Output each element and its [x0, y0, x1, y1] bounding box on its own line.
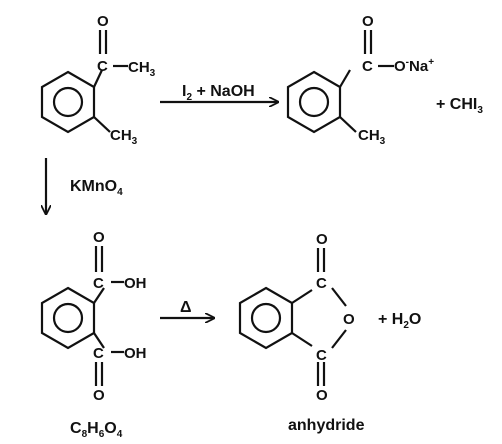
reactant-aromatic-circle: [52, 86, 84, 118]
acid-bottom-hydroxyl: OH: [124, 345, 147, 362]
acid-aromatic-circle: [52, 302, 84, 334]
reactant-bond-ring-methyl: [93, 116, 111, 133]
iodoform-byproduct: + CHI3: [436, 96, 483, 116]
anhydride-top-carbon: C: [316, 275, 327, 292]
heat-symbol: Δ: [180, 299, 192, 316]
oxidation-reagent: KMnO4: [70, 178, 123, 198]
anhydride-label: anhydride: [288, 417, 365, 434]
acid-top-carbon: C: [93, 275, 104, 292]
anhydride-bond-ring-bottom-carbonyl: [291, 332, 313, 347]
anhydride-aromatic-circle: [250, 302, 282, 334]
water-byproduct: + H2O: [378, 311, 421, 331]
anhydride-bond-top-c-ring-o: [331, 287, 347, 307]
oxidation-step: KMnO4: [46, 158, 123, 214]
salt-bond-ring-carboxylate: [339, 69, 351, 88]
acid-molecular-formula: C8H6O4: [70, 420, 123, 440]
salt-ring-methyl: CH3: [358, 127, 386, 147]
anhydride-top-oxygen: O: [316, 231, 328, 248]
reactant-carbonyl-oxygen: O: [97, 13, 109, 30]
reactant-molecule: O C CH3 CH3: [40, 13, 156, 147]
anhydride-ring-oxygen: O: [343, 311, 355, 328]
anhydride-molecule: O C O C O anhydride: [238, 231, 365, 434]
reactant-ring-methyl: CH3: [110, 127, 138, 147]
reactant-bond-ring-carbonyl: [93, 69, 103, 88]
anhydride-bond-ring-top-carbonyl: [291, 289, 313, 304]
acid-top-hydroxyl: OH: [124, 275, 147, 292]
salt-aromatic-circle: [298, 86, 330, 118]
haloform-step: I2 + NaOH: [160, 83, 278, 103]
acid-top-oxygen: O: [93, 229, 105, 246]
salt-bond-ring-methyl: [339, 116, 357, 133]
anhydride-bottom-carbon: C: [316, 347, 327, 364]
reactant-acetyl-carbon: C: [97, 58, 108, 75]
salt-molecule: O C O-Na+ CH3: [286, 13, 434, 147]
reactant-acetyl-methyl: CH3: [128, 59, 156, 79]
reactant-benzene-ring: [40, 70, 96, 134]
anhydride-bottom-oxygen: O: [316, 387, 328, 404]
acid-bond-ring-top-carboxyl: [93, 287, 105, 304]
acid-benzene-ring: [40, 286, 96, 350]
salt-benzene-ring: [286, 70, 342, 134]
anhydride-bond-ring-o-bottom-c: [331, 329, 347, 349]
salt-carbonyl-oxygen: O: [362, 13, 374, 30]
acid-molecule: O C OH C OH O C8H6O4: [40, 229, 147, 440]
haloform-reagent: I2 + NaOH: [182, 83, 255, 103]
acid-bottom-carbon: C: [93, 345, 104, 362]
acid-bond-ring-bottom-carboxyl: [93, 332, 105, 349]
anhydride-benzene-ring: [238, 286, 294, 350]
dehydration-step: Δ: [160, 299, 214, 318]
acid-bottom-oxygen: O: [93, 387, 105, 404]
salt-carboxylate-carbon: C: [362, 58, 373, 75]
salt-carboxylate-anion: O-Na+: [394, 57, 434, 75]
